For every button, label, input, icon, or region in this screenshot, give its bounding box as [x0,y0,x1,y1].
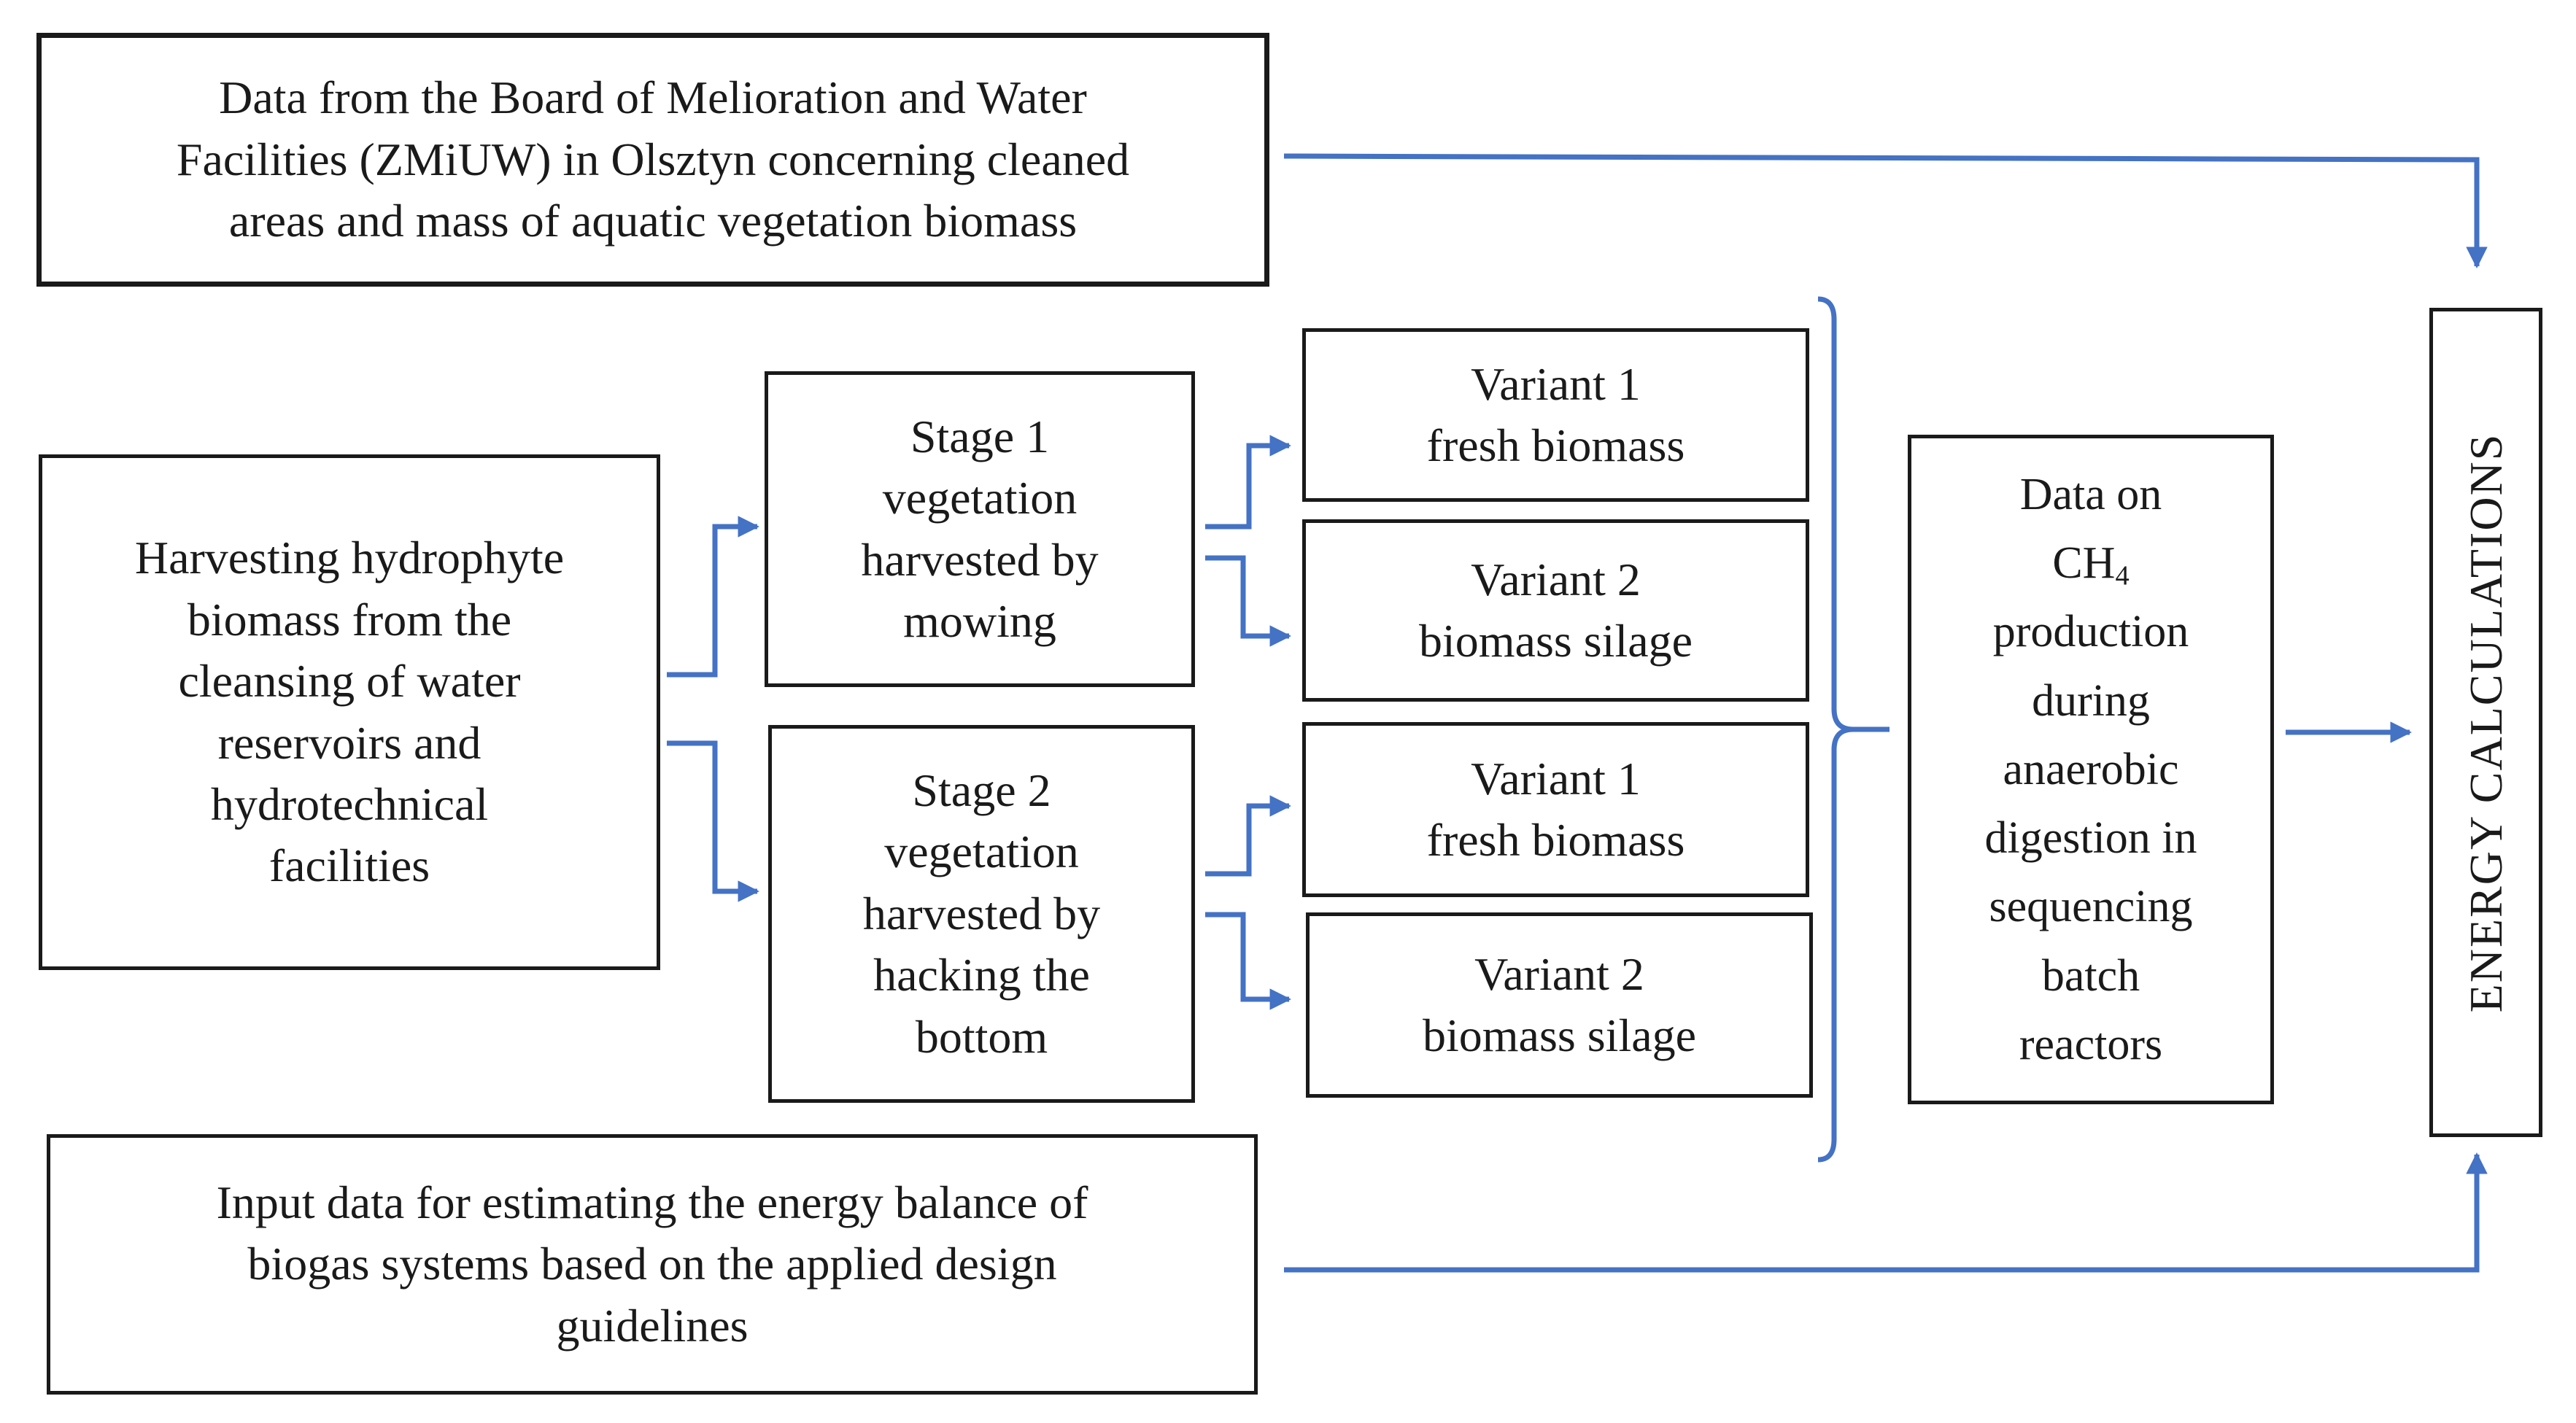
ch4-line-7: sequencing [1989,882,2193,932]
ch4-formula-subscript: 4 [2115,560,2130,592]
zmiuw-line-2: Facilities (ZMiUW) in Olsztyn concerning… [176,133,1130,185]
ch4-production-box: Data on CH4 production during anaerobic … [1908,435,2274,1104]
stage1-variant1-desc: fresh biomass [1426,419,1685,471]
zmiuw-line-3: areas and mass of aquatic vegetation bio… [228,195,1078,247]
harvest-line-4: reservoirs and [217,716,481,769]
ch4-line-6: digestion in [1984,813,2197,864]
zmiuw-line-1: Data from the Board of Melioration and W… [219,71,1087,124]
ch4-formula: CH4 [2052,529,2129,597]
zmiuw-data-box: Data from the Board of Melioration and W… [36,33,1269,287]
ch4-line-8: batch [2041,950,2140,1001]
stage1-line-2: vegetation [882,472,1078,524]
harvest-line-3: cleansing of water [178,655,521,707]
arrow-zmiuw-to-energy [1283,153,2488,268]
stage2-variant1-box: Variant 1 fresh biomass [1302,722,1809,897]
stage1-variant1-box: Variant 1 fresh biomass [1302,328,1809,502]
harvest-line-6: facilities [268,840,430,892]
arrow-harvest-to-stage2 [667,740,759,902]
harvest-line-5: hydrotechnical [210,778,489,830]
stage1-variant2-desc: biomass silage [1418,615,1693,667]
stage1-line-4: mowing [903,594,1056,647]
input-line-2: biogas systems based on the applied desi… [247,1238,1057,1290]
input-line-3: guidelines [556,1299,749,1352]
stage2-box: Stage 2 vegetation harvested by hacking … [768,725,1195,1103]
stage2-variant2-title: Variant 2 [1474,947,1644,1000]
input-data-box: Input data for estimating the energy bal… [47,1134,1258,1395]
ch4-line-5: anaerobic [2003,744,2179,794]
stage2-line-1: Stage 2 [912,764,1051,816]
ch4-line-9: reactors [2019,1019,2163,1069]
arrow-input-to-energy [1284,1152,2488,1273]
stage2-line-4: hacking the [873,949,1090,1001]
stage1-variant2-title: Variant 2 [1471,553,1641,605]
arrow-stage2-to-variant2 [1205,912,1291,1010]
stage2-line-5: bottom [915,1010,1048,1063]
ch4-formula-main: CH [2052,538,2116,589]
arrow-stage1-to-variant2 [1205,555,1291,647]
variant-group-brace [1817,296,1890,1163]
ch4-line-4: during [2032,675,2150,726]
harvest-line-2: biomass from the [187,593,512,645]
ch4-line-3: production [1992,607,2189,657]
harvesting-box: Harvesting hydrophyte biomass from the c… [39,454,660,970]
stage2-variant1-title: Variant 1 [1471,752,1641,804]
stage2-line-3: harvested by [862,887,1101,939]
arrow-stage1-to-variant1 [1205,435,1291,530]
stage2-line-2: vegetation [884,826,1079,878]
stage2-variant1-desc: fresh biomass [1426,814,1685,866]
energy-calculations-label: ENERGY CALCULATIONS [2459,433,2512,1012]
arrow-harvest-to-stage1 [667,516,759,678]
stage1-box: Stage 1 vegetation harvested by mowing [765,371,1195,687]
input-line-1: Input data for estimating the energy bal… [216,1176,1088,1228]
stage1-line-3: harvested by [861,533,1099,586]
stage1-variant2-box: Variant 2 biomass silage [1302,519,1809,702]
stage1-variant1-title: Variant 1 [1471,357,1641,410]
arrow-stage2-to-variant1 [1205,795,1291,877]
stage2-variant2-box: Variant 2 biomass silage [1306,912,1813,1098]
ch4-line-1: Data on [2019,469,2162,519]
harvest-line-1: Harvesting hydrophyte [134,532,565,584]
stage1-line-1: Stage 1 [910,410,1050,462]
energy-calculations-box: ENERGY CALCULATIONS [2429,308,2542,1137]
stage2-variant2-desc: biomass silage [1422,1009,1697,1061]
